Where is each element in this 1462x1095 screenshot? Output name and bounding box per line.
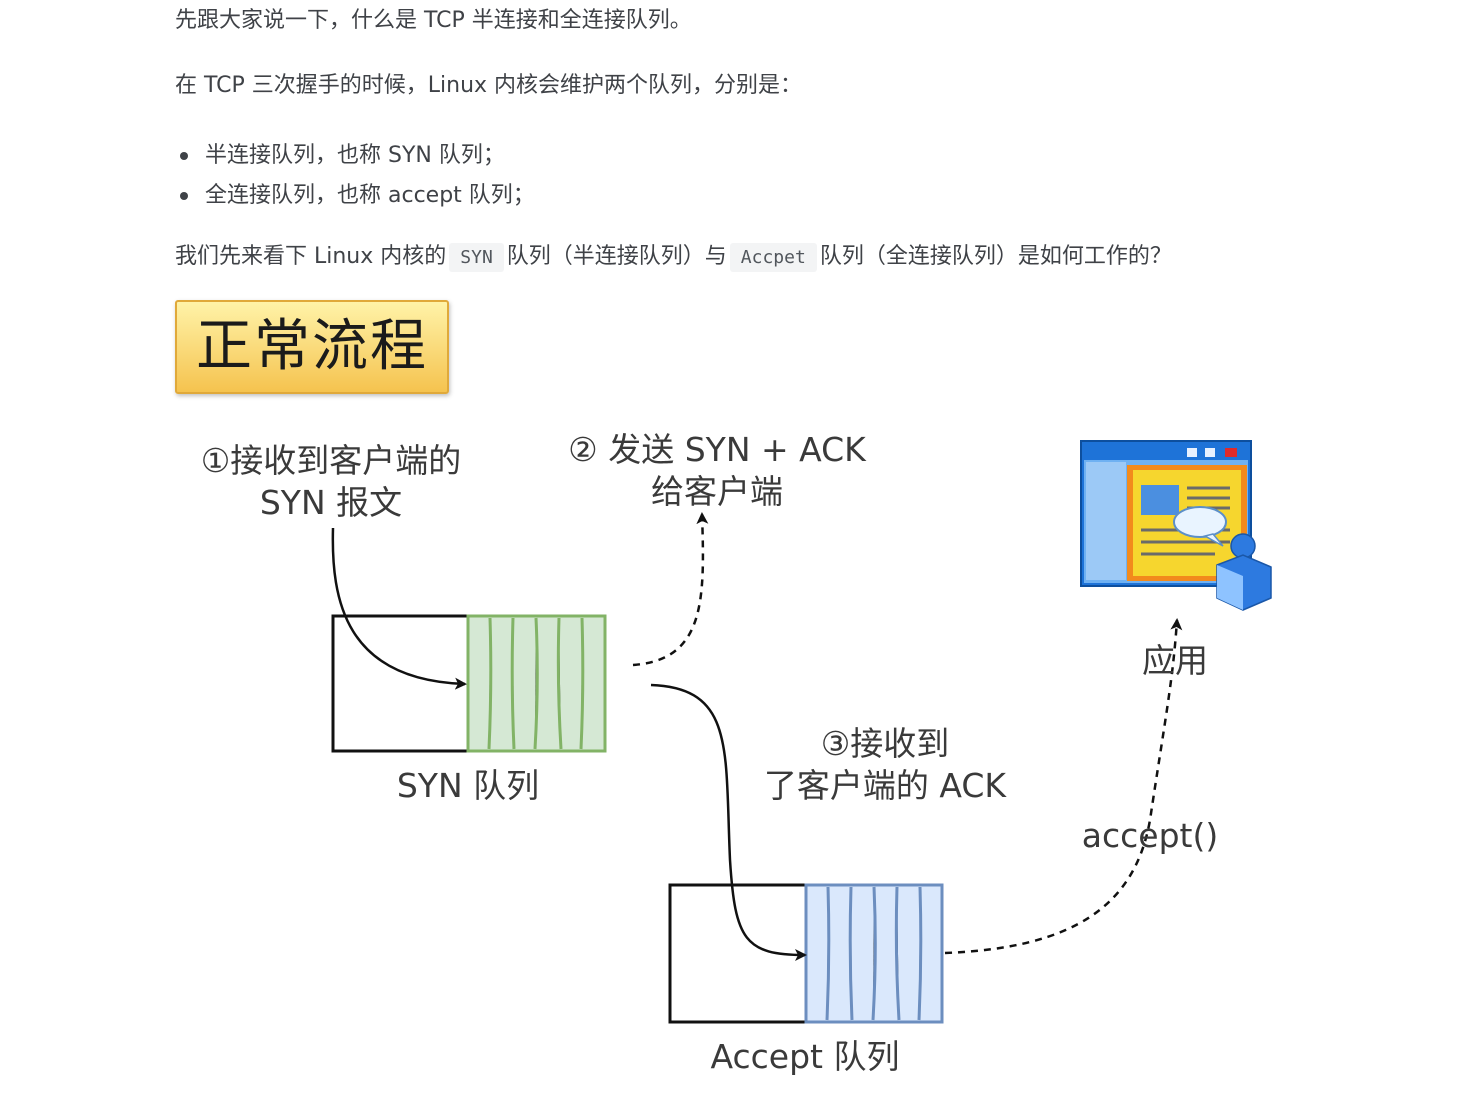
application-window-user-icon [1080,440,1272,611]
inline-code-syn: SYN [449,243,504,272]
list-item: 半连接队列，也称 SYN 队列； [175,136,535,176]
paragraph-text: 队列（半连接队列）与 [506,244,727,269]
syn-queue-label: SYN 队列 [396,766,540,805]
diagram-title-box: 正常流程 [175,300,449,394]
list-item: 全连接队列，也称 accept 队列； [175,176,535,216]
diagram-title: 正常流程 [196,314,428,379]
paragraph-text: 队列（全连接队列）是如何工作的？ [819,244,1172,269]
syn-queue-slot-dividers [487,617,585,750]
step1-line1: ①接收到客户端的 [200,441,462,480]
accept-queue-label: Accept 队列 [710,1037,900,1076]
tcp-queues-paragraph: 在 TCP 三次握手的时候，Linux 内核会维护两个队列，分别是： [175,73,803,98]
inline-code-accpet: Accpet [729,243,817,272]
step3-line1: ③接收到 [820,724,950,763]
accept-queue-slot-dividers [825,886,923,1021]
step3-label: ③接收到 了客户端的 ACK [750,723,1020,807]
syn-received-arrow [331,527,467,690]
step3-line2: 了客户端的 ACK [763,766,1007,805]
bullet-dot [180,152,188,160]
ack-received-arrow [650,683,807,961]
list-item-text: 全连接队列，也称 accept 队列； [205,183,535,208]
queue-list: 半连接队列，也称 SYN 队列； 全连接队列，也称 accept 队列； [175,136,535,216]
bullet-dot [180,192,188,200]
tcp-queue-diagram: 正常流程 [175,300,1275,1090]
accept-queue [668,883,944,1024]
syn-queue [331,614,607,753]
intro-paragraph: 先跟大家说一下，什么是 TCP 半连接和全连接队列。 [175,8,692,33]
syn-ack-send-arrow [632,512,709,667]
diagram-graphics [331,440,1272,1024]
step1-label: ①接收到客户端的 SYN 报文 [181,440,481,524]
accept-call-label: accept() [1081,816,1219,855]
step2-line2: 给客户端 [651,472,783,511]
list-item-text: 半连接队列，也称 SYN 队列； [205,143,505,168]
step2-line1: ② 发送 SYN + ACK [568,430,866,469]
accept-call-arrow [944,618,1183,955]
step2-label: ② 发送 SYN + ACK 给客户端 [547,429,887,513]
app-label: 应用 [1142,641,1208,680]
step1-line2: SYN 报文 [259,483,403,522]
paragraph-text: 我们先来看下 Linux 内核的 [175,244,447,269]
